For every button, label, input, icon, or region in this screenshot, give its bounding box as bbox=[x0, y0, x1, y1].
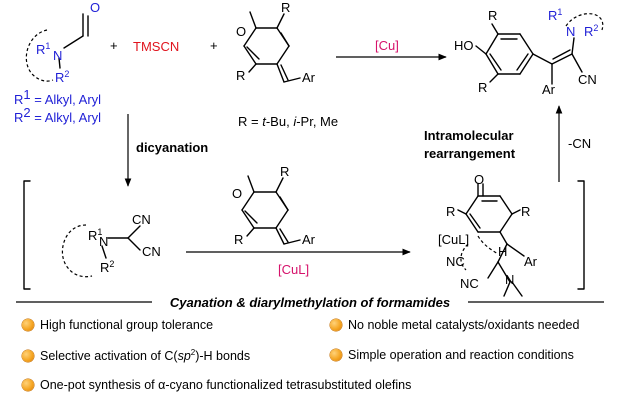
copper-h-interaction bbox=[477, 235, 499, 255]
hydroxyl-group: HO bbox=[454, 38, 474, 53]
complex-aryl: Ar bbox=[524, 254, 538, 269]
r-middle-bottom: R bbox=[234, 232, 243, 247]
r-substituent-bottom: R bbox=[236, 68, 245, 83]
rearrangement-label-2: rearrangement bbox=[424, 146, 516, 161]
dicyanation-label: dicyanation bbox=[136, 140, 208, 155]
product-nitrogen: N bbox=[566, 24, 575, 39]
feature-text: One-pot synthesis of α-cyano functionali… bbox=[40, 378, 412, 392]
feature-item: No noble metal catalysts/oxidants needed bbox=[330, 318, 579, 332]
r-definition: R = t-Bu, i-Pr, Me bbox=[238, 114, 338, 129]
r-middle-top: R bbox=[280, 164, 289, 179]
r2-intermediate: R2 bbox=[100, 259, 114, 275]
complex-hydrogen: H bbox=[498, 244, 507, 259]
bullet-icon bbox=[330, 349, 342, 361]
product-nitrile: CN bbox=[578, 72, 597, 87]
cul-catalyst-label: [CuL] bbox=[278, 262, 309, 277]
r2-definition: R2 = Alkyl, Aryl bbox=[14, 105, 101, 125]
formamide-structure: O R1 N R2 bbox=[25, 0, 100, 85]
tmscn-reagent: TMSCN bbox=[133, 39, 179, 54]
r1-label: R1 bbox=[36, 41, 50, 57]
right-bracket bbox=[577, 180, 585, 290]
complex-r-left: R bbox=[446, 204, 455, 219]
product-olefin: R HO R Ar N R1 R2 CN bbox=[454, 7, 604, 97]
cu-catalyst-label: [Cu] bbox=[375, 38, 399, 53]
quinone-oxygen-top: O bbox=[236, 24, 246, 39]
feature-text: Selective activation of C(sp2)-H bonds bbox=[40, 348, 251, 364]
product-r-bottom: R bbox=[478, 80, 487, 95]
copper-coordination bbox=[460, 243, 469, 271]
complex-oxygen: O bbox=[474, 172, 484, 187]
rearrangement-label-1: Intramolecular bbox=[424, 128, 514, 143]
complex-nitrile-upper: NC bbox=[446, 254, 465, 269]
r1-definition: R1 = Alkyl, Aryl bbox=[14, 87, 101, 107]
product-aryl: Ar bbox=[542, 82, 556, 97]
ring-arc bbox=[25, 29, 54, 82]
intermediate-ring-arc bbox=[61, 224, 93, 278]
complex-nitrogen: N bbox=[505, 272, 514, 287]
bullet-icon bbox=[22, 319, 34, 331]
scheme-title: Cyanation & diarylmethylation of formami… bbox=[170, 295, 450, 310]
r-substituent-top: R bbox=[281, 0, 290, 15]
feature-text: High functional group tolerance bbox=[40, 318, 214, 332]
bullet-icon bbox=[22, 349, 34, 362]
formamide-nitrogen: N bbox=[53, 48, 62, 63]
nitrile-upper: CN bbox=[132, 212, 151, 227]
aryl-label-top: Ar bbox=[302, 70, 316, 85]
product-r2: R2 bbox=[584, 23, 598, 39]
feature-item: Simple operation and reaction conditions bbox=[330, 348, 574, 362]
formyl-oxygen: O bbox=[90, 0, 100, 15]
product-r-top: R bbox=[488, 8, 497, 23]
copper-complex-intermediate: O R R [CuL] H Ar NC NC N bbox=[438, 172, 538, 297]
feature-item: High functional group tolerance bbox=[22, 318, 213, 332]
quinone-methide-top: O R R Ar bbox=[236, 0, 316, 85]
r2-label: R2 bbox=[55, 69, 69, 85]
intermediate-nitrogen: N bbox=[99, 234, 108, 249]
plus-sign-2: + bbox=[210, 38, 218, 53]
complex-r-right: R bbox=[521, 204, 530, 219]
feature-text: No noble metal catalysts/oxidants needed bbox=[348, 318, 580, 332]
quinone-oxygen-middle: O bbox=[232, 186, 242, 201]
product-r1: R1 bbox=[548, 7, 562, 23]
nitrile-lower: CN bbox=[142, 244, 161, 259]
bullet-icon bbox=[330, 319, 342, 331]
aryl-label-middle: Ar bbox=[302, 232, 316, 247]
left-bracket bbox=[23, 180, 31, 290]
feature-text: Simple operation and reaction conditions bbox=[348, 348, 574, 362]
product-ring-arc bbox=[565, 13, 604, 31]
feature-item: Selective activation of C(sp2)-H bonds bbox=[22, 348, 250, 363]
quinone-methide-middle: O R R Ar bbox=[232, 164, 316, 247]
plus-sign-1: + bbox=[110, 38, 118, 53]
feature-item: One-pot synthesis of α-cyano functionali… bbox=[22, 378, 411, 392]
minus-cn-label: -CN bbox=[568, 136, 591, 151]
complex-nitrile-lower: NC bbox=[460, 276, 479, 291]
bullet-icon bbox=[22, 379, 34, 391]
cul-complex-label: [CuL] bbox=[438, 232, 469, 247]
r1-intermediate: R1 bbox=[88, 227, 102, 243]
dicyano-intermediate: R1 N R2 CN CN bbox=[61, 212, 161, 278]
